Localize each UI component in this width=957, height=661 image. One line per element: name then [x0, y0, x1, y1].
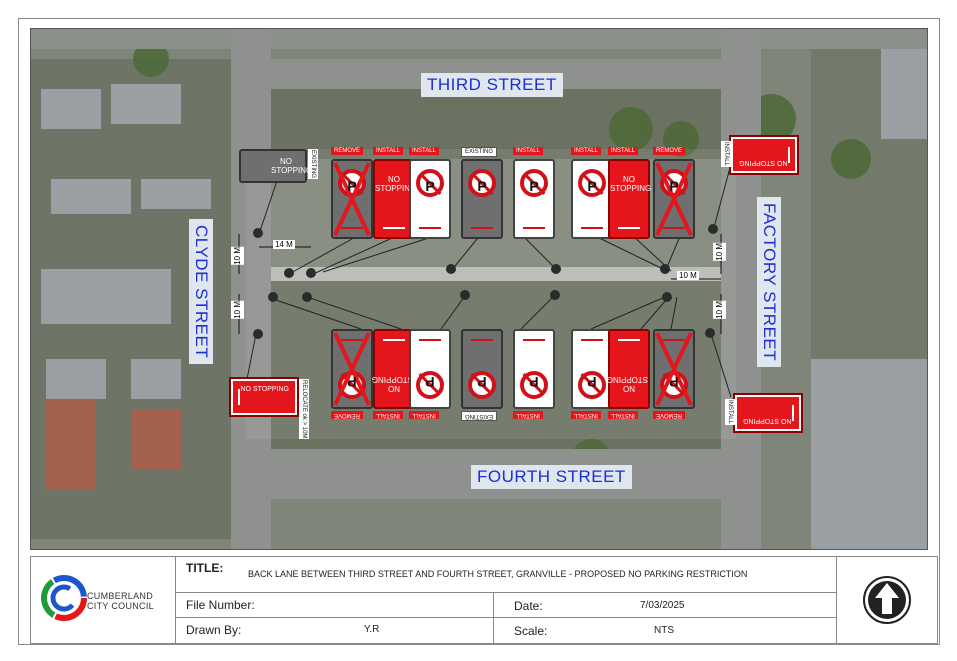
sign-tag: INSTALL — [608, 411, 638, 419]
council-logo-icon — [41, 575, 87, 621]
no-parking-sign: P — [513, 159, 555, 239]
street-label-clyde: CLYDE STREET — [189, 219, 213, 365]
sign-tag: INSTALL — [513, 411, 543, 419]
relocated-no-stopping-sign: NO STOPPING — [229, 377, 299, 417]
no-parking-sign: P — [571, 329, 613, 409]
no-parking-sign: P — [513, 329, 555, 409]
council-name-line1: CUMBERLAND — [87, 591, 154, 601]
dimension-label: 10 M — [713, 301, 726, 319]
removed-no-parking-sign: P — [653, 159, 695, 239]
dimension-label: 14 M — [273, 240, 295, 249]
aerial-map: THIRD STREET FOURTH STREET CLYDE STREET … — [30, 28, 928, 550]
logo-cell: CUMBERLAND CITY COUNCIL — [31, 557, 176, 643]
date-cell: Date: 7/03/2025 — [494, 593, 836, 618]
sign-tag: INSTALL — [571, 147, 601, 155]
existing-no-stopping-sign-west: NO STOPPING — [239, 149, 312, 183]
street-label-fourth: FOURTH STREET — [471, 465, 632, 489]
sign-tag: REMOVE — [653, 147, 686, 155]
sign-tag: EXISTING — [461, 147, 498, 157]
title-block: CUMBERLAND CITY COUNCIL TITLE: BACK LANE… — [30, 556, 938, 644]
no-stopping-sign: NO STOPPING — [608, 159, 651, 239]
scale-value: NTS — [654, 625, 674, 636]
no-parking-sign: P — [571, 159, 613, 239]
title-label: TITLE: — [186, 561, 224, 575]
dimension-label: 10 M — [677, 271, 699, 280]
date-label: Date: — [514, 599, 543, 613]
remove-cross-icon — [333, 162, 371, 236]
sign-tag: INSTALL — [409, 411, 439, 419]
sign-tag: INSTALL — [721, 141, 731, 167]
sign-tag: EXISTING — [308, 149, 318, 180]
no-stopping-sign: NO STOPPING — [607, 329, 650, 409]
file-number-cell: File Number: — [176, 593, 494, 618]
removed-no-parking-sign: P — [653, 329, 695, 409]
install-no-stopping-sign-east-bottom: NO STOPPING — [733, 393, 803, 433]
no-parking-sign: P — [409, 159, 451, 239]
sign-tag: INSTALL — [571, 411, 601, 419]
drawn-by-cell: Drawn By: Y.R — [176, 618, 494, 643]
install-no-stopping-sign-east-top: NO STOPPING — [729, 135, 799, 175]
no-parking-sign: P — [461, 159, 503, 239]
no-parking-sign: P — [409, 329, 451, 409]
title-cell: TITLE: BACK LANE BETWEEN THIRD STREET AN… — [176, 557, 836, 593]
dimension-label: 10 M — [713, 243, 726, 261]
removed-no-parking-sign: P — [331, 159, 373, 239]
date-value: 7/03/2025 — [640, 600, 685, 611]
sign-tag: EXISTING — [461, 411, 498, 421]
drawn-by-value: Y.R — [364, 624, 380, 635]
remove-cross-icon — [655, 162, 693, 236]
scale-cell: Scale: NTS — [494, 618, 836, 643]
sign-tag: INSTALL — [409, 147, 439, 155]
sign-tag: INSTALL — [373, 147, 403, 155]
council-name-line2: CITY COUNCIL — [87, 601, 154, 611]
sign-tag: INSTALL — [725, 399, 735, 425]
sign-tag: INSTALL — [608, 147, 638, 155]
dimension-label: 10 M — [231, 247, 244, 265]
drawn-by-label: Drawn By: — [186, 623, 242, 637]
title-text: BACK LANE BETWEEN THIRD STREET AND FOURT… — [248, 569, 748, 579]
dimension-label: 10 M — [231, 301, 244, 319]
north-arrow-cell — [836, 557, 937, 643]
remove-cross-icon — [655, 332, 693, 406]
sign-tag: REMOVE — [331, 147, 364, 155]
street-label-factory: FACTORY STREET — [757, 197, 781, 368]
north-arrow-icon — [863, 576, 911, 624]
sign-tag: REMOVE — [331, 411, 364, 419]
remove-cross-icon — [333, 332, 371, 406]
sign-tag: INSTALL — [373, 411, 403, 419]
map-background — [31, 29, 927, 549]
street-label-third: THIRD STREET — [421, 73, 563, 97]
file-number-label: File Number: — [186, 598, 255, 612]
sign-tag: REMOVE — [653, 411, 686, 419]
scale-label: Scale: — [514, 624, 548, 638]
no-stopping-sign: NO STOPPING — [373, 159, 416, 239]
removed-no-parking-sign: P — [331, 329, 373, 409]
sign-tag: RELOCATE ok > 10M — [299, 379, 309, 440]
no-parking-sign: P — [461, 329, 503, 409]
drawing-sheet — [18, 18, 940, 645]
sign-tag: INSTALL — [513, 147, 543, 155]
